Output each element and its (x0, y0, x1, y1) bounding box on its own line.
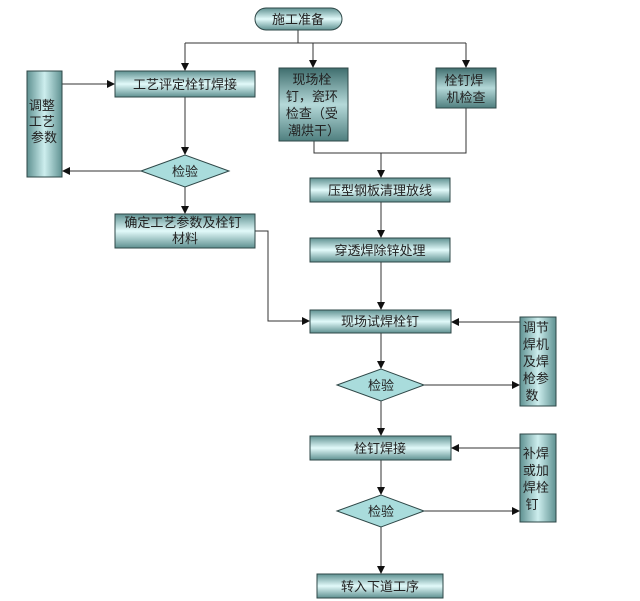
start-node: 施工准备 (254, 7, 343, 31)
process-eval-label: 工艺评定栓钉焊接 (133, 77, 237, 93)
adjust-welder-node: 调节 焊机 及焊 枪参 数 (519, 316, 557, 407)
stud-weld-label: 栓钉焊接 (354, 441, 406, 457)
check1-decision: 检验 (139, 154, 231, 188)
site-check-label: 现场栓 钉，瓷环 检查（受 潮烘干） (286, 73, 342, 139)
stud-weld-node: 栓钉焊接 (309, 435, 452, 461)
rework-node: 补焊 或加 焊栓 钉 (519, 433, 557, 523)
check3-label: 检验 (368, 504, 394, 520)
check3-decision: 检验 (335, 494, 426, 528)
trial-weld-node: 现场试焊栓钉 (309, 309, 452, 334)
adjust-process-node: 调整 工艺 参数 (26, 70, 63, 178)
check2-label: 检验 (368, 378, 394, 394)
process-eval-node: 工艺评定栓钉焊接 (114, 70, 256, 98)
site-check-node: 现场栓 钉，瓷环 检查（受 潮烘干） (278, 67, 349, 142)
dezinc-label: 穿透焊除锌处理 (334, 243, 425, 259)
dezinc-node: 穿透焊除锌处理 (309, 237, 451, 263)
next-step-node: 转入下道工序 (316, 573, 444, 599)
clean-deck-label: 压型钢板清理放线 (328, 184, 432, 199)
trial-weld-label: 现场试焊栓钉 (341, 314, 419, 330)
welder-check-label: 栓钉焊 机检查 (444, 73, 487, 106)
adjust-welder-label: 调节 焊机 及焊 枪参 数 (523, 321, 553, 404)
connector (313, 108, 467, 154)
confirm-params-node: 确定工艺参数及栓钉 材料 (114, 213, 256, 249)
adjust-process-label: 调整 工艺 参数 (29, 99, 59, 146)
next-step-label: 转入下道工序 (341, 580, 419, 595)
rework-label: 补焊 或加 焊栓 钉 (523, 446, 553, 513)
welder-check-node: 栓钉焊 机检查 (435, 67, 497, 109)
clean-deck-node: 压型钢板清理放线 (309, 177, 451, 203)
start-label: 施工准备 (272, 12, 324, 28)
check2-decision: 检验 (335, 368, 426, 402)
confirm-params-label: 确定工艺参数及栓钉 材料 (124, 215, 245, 247)
check1-label: 检验 (172, 164, 198, 180)
arrow (255, 230, 310, 325)
connectors (62, 30, 520, 574)
